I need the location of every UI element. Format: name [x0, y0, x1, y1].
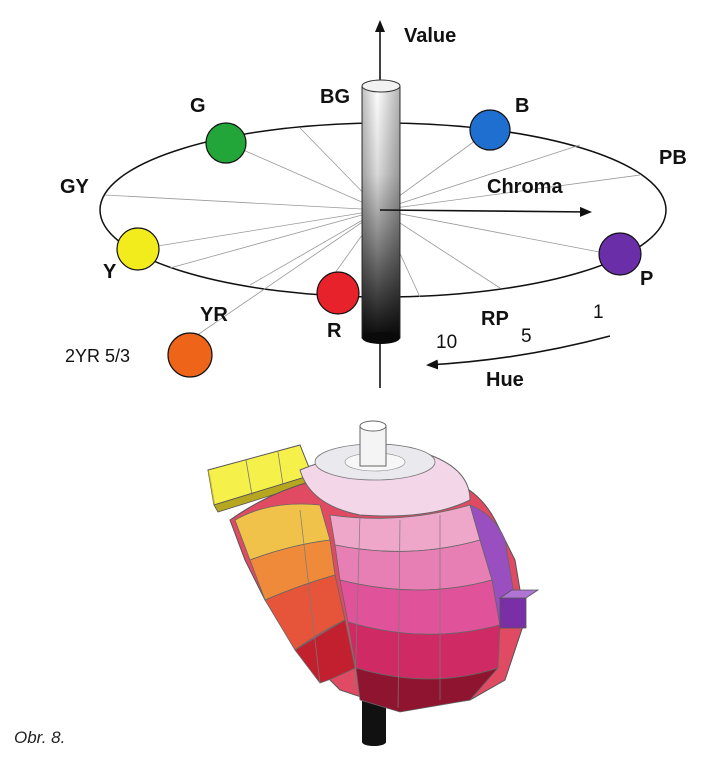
hue-label-pb: PB	[659, 147, 687, 169]
hue-circle-diagram: Value Chroma Hue BG B PB P RP R YR Y GY …	[60, 20, 687, 391]
purple-sample	[598, 232, 642, 276]
orange-sample	[167, 332, 213, 378]
hue-label-y: Y	[103, 261, 117, 283]
red-sample	[316, 271, 360, 315]
chroma-axis	[379, 206, 592, 217]
hue-label-gy: GY	[60, 176, 90, 198]
value-axis-label: Value	[404, 25, 456, 47]
value-cylinder	[361, 79, 401, 344]
green-sample	[205, 122, 247, 164]
hue-label-b: B	[515, 95, 529, 117]
hue-label-bg: BG	[320, 86, 350, 108]
chroma-axis-label: Chroma	[487, 176, 563, 198]
sample-notation-label: 2YR 5/3	[65, 346, 130, 366]
hue-label-r: R	[327, 320, 342, 342]
hue-label-p: P	[640, 268, 653, 290]
hue-scale-5: 5	[521, 326, 532, 347]
hue-scale-10: 10	[436, 332, 457, 353]
color-solid-illustration	[207, 420, 540, 746]
hue-scale-1: 1	[593, 302, 604, 323]
hue-arrow	[426, 335, 611, 370]
hue-axis-label: Hue	[486, 369, 524, 391]
hue-label-rp: RP	[481, 308, 509, 330]
hue-label-g: G	[190, 95, 206, 117]
yellow-sample	[116, 227, 160, 271]
blue-sample	[469, 109, 511, 151]
hue-label-yr: YR	[200, 304, 228, 326]
figure-caption: Obr. 8.	[14, 728, 66, 747]
